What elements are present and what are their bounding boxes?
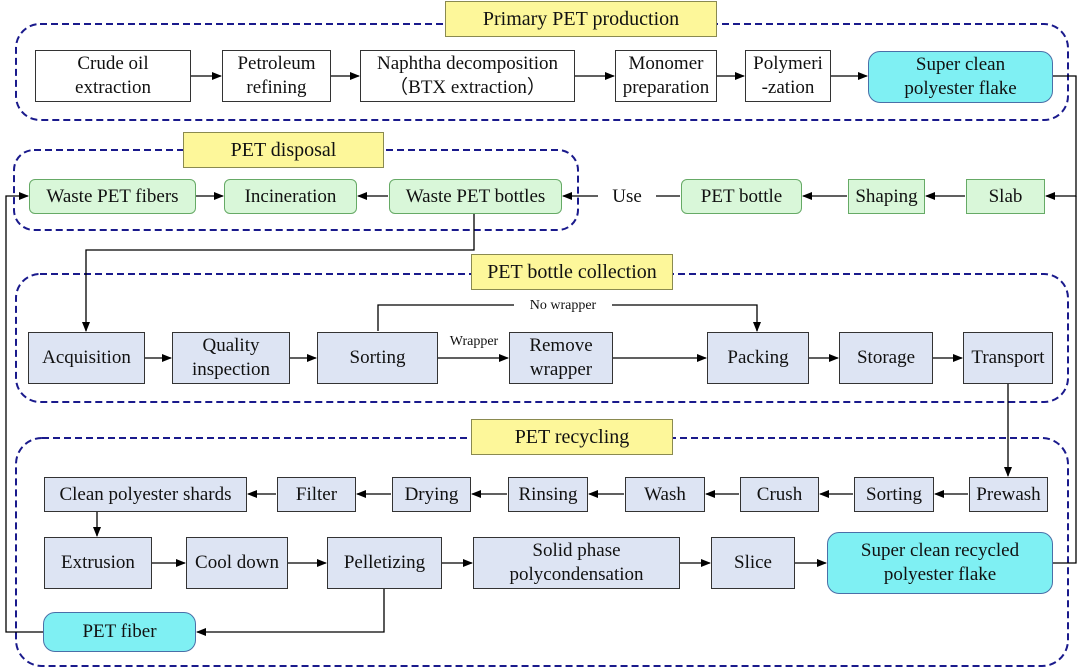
no-wrapper-label: No wrapper <box>514 297 612 315</box>
wrapper-label: Wrapper <box>449 334 499 349</box>
cool-down-box: Cool down <box>186 537 288 589</box>
acquisition-box: Acquisition <box>28 332 145 384</box>
rinsing-box: Rinsing <box>508 477 588 512</box>
recycling-title: PET recycling <box>471 419 673 455</box>
collection-title: PET bottle collection <box>471 254 673 290</box>
use-label: Use <box>604 184 650 210</box>
packing-box: Packing <box>707 332 809 384</box>
recycled-flake-box: Super clean recycled polyester flake <box>827 532 1053 594</box>
prewash-box: Prewash <box>969 477 1048 512</box>
super-clean-flake-box: Super clean polyester flake <box>868 51 1053 103</box>
naphtha-box: Naphtha decomposition （BTX extraction） <box>360 50 575 102</box>
pet-bottle-box: PET bottle <box>681 179 802 214</box>
crude-oil-box: Crude oil extraction <box>35 50 191 102</box>
pelletizing-box: Pelletizing <box>327 537 442 589</box>
arrow-pelletizing-fiber <box>196 589 385 636</box>
filter-box: Filter <box>277 477 356 512</box>
disposal-title: PET disposal <box>183 132 384 168</box>
shaping-box: Shaping <box>848 179 925 214</box>
recycling-sorting-box: Sorting <box>854 477 934 512</box>
monomer-box: Monomer preparation <box>615 50 717 102</box>
collection-sorting-box: Sorting <box>317 332 438 384</box>
primary-title: Primary PET production <box>445 1 717 37</box>
slice-box: Slice <box>711 537 795 589</box>
drying-box: Drying <box>392 477 471 512</box>
storage-box: Storage <box>839 332 933 384</box>
arrow-fiber-wastefibers <box>5 192 43 633</box>
crush-box: Crush <box>740 477 819 512</box>
waste-fibers-box: Waste PET fibers <box>29 179 196 214</box>
extrusion-box: Extrusion <box>44 537 152 589</box>
arrow-flake-slab <box>1045 75 1077 200</box>
disposal-frame <box>13 149 579 231</box>
polymerization-box: Polymeri -zation <box>745 50 831 102</box>
slab-box: Slab <box>966 179 1045 214</box>
wash-box: Wash <box>625 477 705 512</box>
arrow-waste-acquisition <box>82 214 475 332</box>
petroleum-box: Petroleum refining <box>222 50 331 102</box>
transport-box: Transport <box>963 332 1053 384</box>
arrow-flake-shaping <box>1053 196 1077 564</box>
quality-inspection-box: Quality inspection <box>172 332 290 384</box>
waste-bottles-box: Waste PET bottles <box>389 179 562 214</box>
solid-phase-box: Solid phase polycondensation <box>473 537 680 589</box>
remove-wrapper-box: Remove wrapper <box>509 332 613 384</box>
clean-shards-box: Clean polyester shards <box>44 477 247 512</box>
pet-fiber-box: PET fiber <box>43 612 196 652</box>
incineration-box: Incineration <box>224 179 357 214</box>
